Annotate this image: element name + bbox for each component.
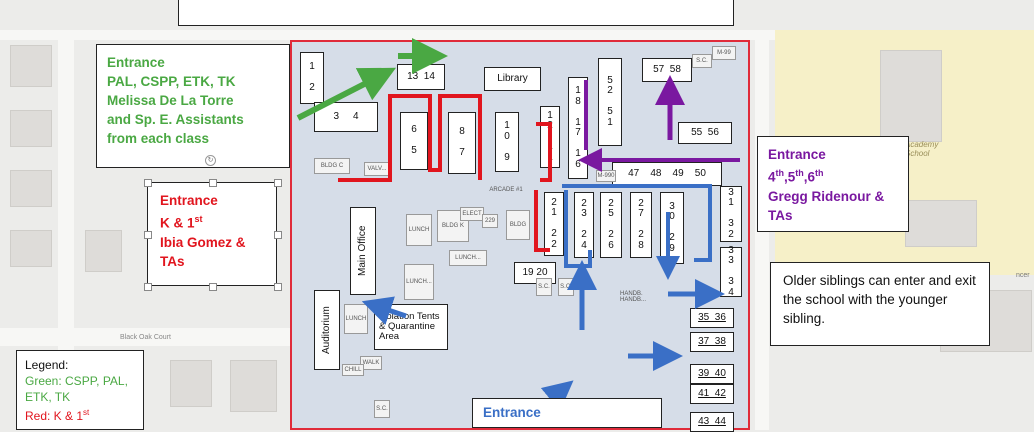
walk-tag: WALK [360, 356, 382, 370]
entrance-red-tas: TAs [160, 253, 185, 269]
resize-handle[interactable] [274, 283, 282, 291]
map-building [170, 360, 212, 407]
entrance-red-title: Entrance [160, 193, 218, 208]
entrance-bottom-callout: Entrance [472, 398, 662, 428]
top-blank-box [178, 0, 734, 26]
room-31-32: 3 1 3 2 [720, 186, 742, 242]
resize-handle[interactable] [209, 283, 217, 291]
room-33-34: 3 3 3 4 [720, 245, 742, 298]
room-1-2: 1 2 [300, 52, 324, 104]
room-39-40: 39 40 [690, 364, 734, 384]
room-21-22: 2 1 2 2 [544, 192, 564, 256]
entrance-bottom-title: Entrance [483, 405, 541, 420]
legend-box: Legend: Green: CSPP, PAL, ETK, TK Red: K… [16, 350, 144, 430]
blue-route [564, 190, 592, 268]
map-building [10, 45, 52, 87]
room-8-7: 8 7 [448, 112, 476, 174]
map-building [10, 230, 52, 267]
rotate-handle-icon[interactable]: ↻ [205, 155, 216, 166]
lunch-tag-2: LUNCH... [449, 250, 487, 266]
sc-tag: S.C. [536, 278, 552, 296]
route-arrows [296, 38, 740, 412]
room-6-5: 6 5 [400, 112, 428, 170]
red-route [534, 190, 550, 252]
resize-handle[interactable] [144, 179, 152, 187]
room-library: Library [484, 67, 541, 91]
entrance-green-line: from each class [107, 131, 210, 146]
sc-tag: S.C. [374, 400, 390, 418]
room-52-51: 5 2 5 1 [598, 58, 622, 146]
entrance-purple-staff: Gregg Ridenour & [768, 188, 885, 204]
bldg-tag: BLDG [506, 210, 530, 240]
road-label-black-oak-court: Black Oak Court [120, 334, 171, 341]
map-text-fragment: ncer [1016, 272, 1030, 279]
entrance-green-title: Entrance [107, 55, 165, 70]
legend-title: Legend: [25, 358, 69, 372]
siblings-note: Older siblings can enter and exit the sc… [770, 262, 990, 346]
room-47-50: 47 48 49 50 [612, 162, 722, 186]
entrance-purple-grades: 4th,5th,6th [768, 168, 824, 185]
m990-tag: M-990 [596, 170, 616, 182]
school-campus-map: 1 2 13 14 Library 3 4 6 5 8 7 1 0 9 1 2 … [290, 38, 750, 432]
resize-handle[interactable] [209, 179, 217, 187]
red-route [536, 122, 552, 182]
room-41-42: 41 42 [690, 384, 734, 404]
entrance-purple-title: Entrance [768, 147, 826, 162]
lunch-tag-3: LUNCH... [404, 264, 434, 300]
map-building [10, 170, 52, 207]
red-route [338, 94, 482, 182]
entrance-green-line: and Sp. E. Assistants [107, 112, 244, 127]
room-25-26: 2 5 2 6 [600, 192, 622, 258]
academy-school-label: Academy School [905, 140, 939, 158]
legend-green-2: ETK, TK [25, 390, 71, 404]
arcade-tag: ARCADE #1 [489, 187, 523, 193]
legend-green: Green: CSPP, PAL, [25, 374, 128, 388]
legend-red: Red: K & 1st [25, 408, 90, 423]
map-building [880, 50, 942, 142]
bldg-c-tag: BLDG C [314, 158, 350, 174]
room-30-29: 3 0 2 9 [660, 192, 684, 264]
map-building [905, 200, 977, 247]
entrance-red-callout: Entrance K & 1st Ibia Gomez & TAs [147, 182, 277, 286]
room-55-56: 55 56 [678, 122, 732, 144]
entrance-green-line: PAL, CSPP, ETK, TK [107, 74, 236, 89]
room-27-28: 2 7 2 8 [630, 192, 652, 258]
map-building [85, 230, 122, 272]
room-37-38: 37 38 [690, 332, 734, 352]
chill-tag: CHILL [342, 364, 364, 376]
room-10-9: 1 0 9 [495, 112, 519, 172]
entrance-red-grades: K & 1st [160, 214, 203, 231]
entrance-red-staff: Ibia Gomez & [160, 234, 246, 250]
map-building [230, 360, 277, 412]
road-top [0, 30, 1034, 40]
entrance-green-line: Melissa De La Torre [107, 93, 234, 108]
blue-route-arrow [361, 296, 407, 325]
map-building [10, 110, 52, 147]
entrance-purple-tas: TAs [768, 207, 793, 223]
resize-handle[interactable] [274, 231, 282, 239]
room-229-tag: 229 [482, 214, 498, 228]
entrance-purple-callout: Entrance 4th,5th,6th Gregg Ridenour & TA… [757, 136, 909, 232]
resize-handle[interactable] [274, 179, 282, 187]
entrance-green-callout: Entrance PAL, CSPP, ETK, TK Melissa De L… [96, 44, 290, 168]
green-route-arrow [296, 67, 397, 121]
resize-handle[interactable] [144, 283, 152, 291]
m99-tag: M-99 [712, 46, 736, 60]
valv-tag: VALV... [364, 162, 390, 176]
room-35-36: 35 36 [690, 308, 734, 328]
room-23-24: 2 3 2 4 [574, 192, 594, 258]
sc-tag: S.C. [692, 54, 712, 68]
blue-route [562, 184, 712, 262]
lunch-tag: LUNCH [406, 214, 432, 246]
road-black-oak-court [0, 328, 290, 346]
handb-tag: HANDB. HANDB... [620, 291, 647, 303]
resize-handle[interactable] [144, 231, 152, 239]
